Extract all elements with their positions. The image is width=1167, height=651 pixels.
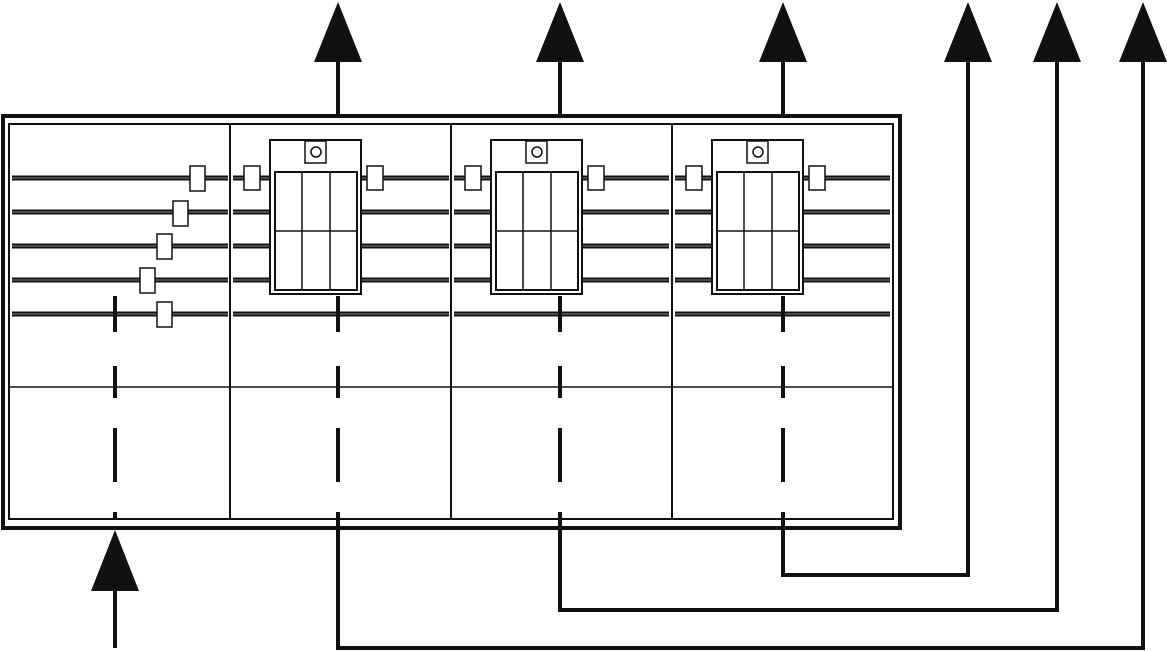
busbar-connector — [366, 165, 384, 191]
busbar-connector — [156, 233, 173, 260]
indicator-box — [304, 140, 327, 164]
busbar-connector — [189, 165, 206, 192]
arrow-up-icon — [1033, 2, 1081, 62]
arrow-up-icon — [759, 2, 807, 62]
busbar-connector — [587, 165, 605, 191]
busbar-connector — [243, 165, 261, 191]
arrow-up-icon — [314, 2, 362, 62]
busbar-connector — [808, 165, 826, 191]
indicator-lamp — [752, 146, 764, 158]
indicator-lamp — [531, 146, 543, 158]
routed-feeder-line — [558, 55, 1059, 612]
busbar-connector — [172, 200, 189, 227]
arrow-up-icon — [536, 2, 584, 62]
routed-feeder-line — [781, 55, 970, 577]
busbar-connector — [139, 267, 156, 294]
outer-cabinet-frame — [1, 114, 902, 530]
arrow-up-icon — [1119, 2, 1167, 62]
indicator-box — [746, 140, 769, 164]
arrow-up-icon — [944, 2, 992, 62]
indicator-lamp — [310, 146, 322, 158]
indicator-box — [525, 140, 548, 164]
switch-unit-housing — [269, 139, 362, 295]
arrow-up-icon — [91, 530, 139, 591]
switch-unit-housing — [490, 139, 583, 295]
routed-feeder-line — [336, 55, 1145, 650]
switch-unit-housing — [711, 139, 804, 295]
busbar-connector — [685, 165, 703, 191]
busbar-connector — [464, 165, 482, 191]
busbar-connector — [156, 301, 173, 328]
